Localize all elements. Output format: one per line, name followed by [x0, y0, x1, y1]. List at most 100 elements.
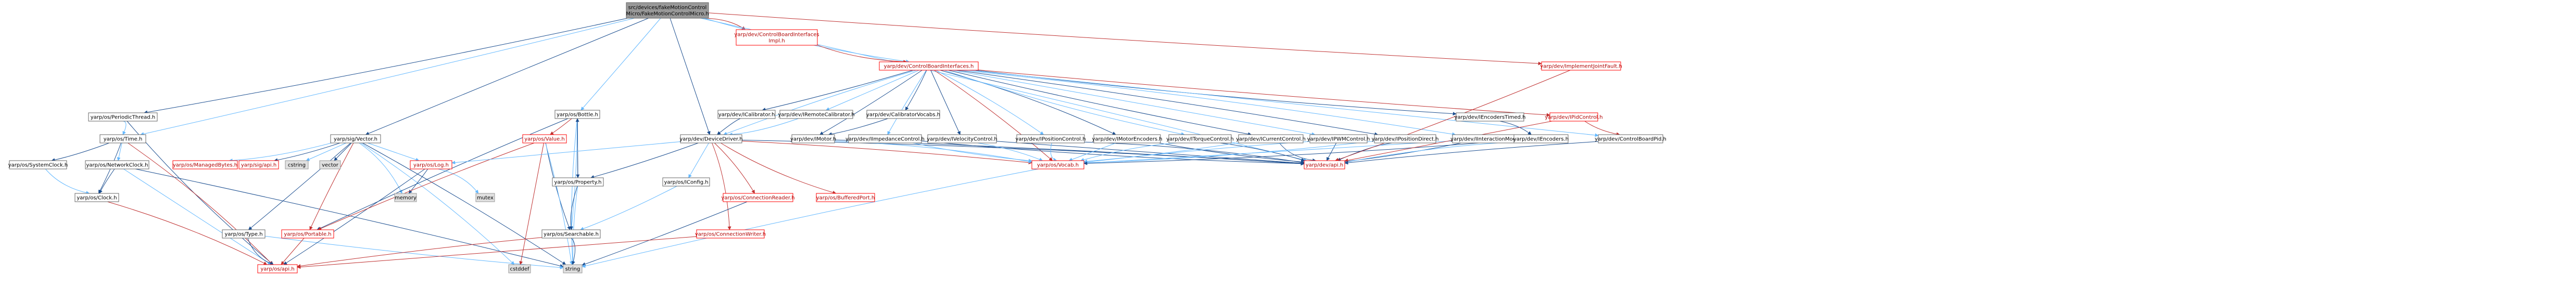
node-sysclock[interactable]: yarp/os/SystemClock.h	[8, 160, 68, 169]
node-label-api_os: yarp/os/api.h	[260, 267, 294, 272]
edge-calibrator-to-devdriver	[717, 118, 741, 135]
node-api_os[interactable]: yarp/os/api.h	[257, 264, 298, 273]
node-devdriver[interactable]: yarp/dev/DeviceDriver.h	[679, 134, 743, 143]
node-label-posctl: yarp/dev/IPositionControl.h	[1015, 137, 1085, 142]
edge-log-to-memory	[408, 168, 428, 194]
node-searchable[interactable]: yarp/os/Searchable.h	[541, 229, 601, 239]
edge-bottle-to-searchable	[570, 118, 578, 230]
node-box-connwriter	[696, 229, 765, 239]
node-motenc[interactable]: yarp/dev/IMotorEncoders.h	[1092, 134, 1163, 143]
edge-netclock-to-api_os	[123, 168, 272, 265]
edge-cbi-to-devdriver	[723, 70, 917, 136]
edge-vector-to-sigapi	[274, 142, 340, 162]
node-netclock[interactable]: yarp/os/NetworkClock.h	[85, 160, 149, 169]
node-jointfault[interactable]: yarp/dev/ImplementJointFault.h	[1540, 61, 1622, 71]
node-connwriter[interactable]: yarp/os/ConnectionWriter.h	[695, 229, 766, 239]
node-label-impctl: yarp/dev/IImpedanceControl.h	[845, 137, 925, 142]
node-box-devapi	[1304, 160, 1345, 169]
edge-periodic-to-time	[122, 121, 127, 135]
node-property[interactable]: yarp/os/Property.h	[552, 177, 604, 187]
edge-pidctl-to-devapi	[1344, 121, 1552, 162]
node-box-current	[1238, 134, 1304, 143]
node-box-cstddef	[508, 264, 531, 273]
edge-impctl-to-devapi	[921, 140, 1305, 166]
node-ostype[interactable]: yarp/os/Type.h	[222, 229, 266, 239]
node-label-torque: yarp/dev/ITorqueControl.h	[1166, 137, 1234, 142]
node-box-ostype	[222, 229, 266, 239]
node-box-posdirect	[1374, 134, 1436, 143]
node-torque[interactable]: yarp/dev/ITorqueControl.h	[1166, 134, 1234, 143]
node-velctl[interactable]: yarp/dev/IVelocityControl.h	[927, 134, 997, 143]
node-box-string	[563, 264, 583, 273]
node-current[interactable]: yarp/dev/ICurrentControl.h	[1236, 134, 1306, 143]
edge-current-to-vocab	[1083, 142, 1239, 163]
node-bottle[interactable]: yarp/os/Bottle.h	[554, 110, 600, 119]
node-root[interactable]: src/devices/fakeMotionControlMicro/FakeM…	[626, 2, 709, 19]
node-label-memory: memory	[395, 195, 416, 201]
node-box-impctl	[848, 134, 922, 143]
node-label-devapi: yarp/dev/api.h	[1306, 163, 1343, 168]
node-calvocab[interactable]: yarp/dev/CalibratorVocabs.h	[866, 110, 940, 119]
node-log[interactable]: yarp/os/Log.h	[410, 160, 452, 169]
node-cbi[interactable]: yarp/dev/ControlBoardInterfaces.h	[879, 61, 979, 71]
node-label-cstddef: cstddef	[510, 267, 529, 272]
node-vocab[interactable]: yarp/os/Vocab.h	[1031, 160, 1084, 169]
node-box-bottle	[554, 110, 600, 119]
node-vector[interactable]: yarp/sig/Vector.h	[330, 134, 381, 143]
node-encoders[interactable]: yarp/dev/IEncoders.h	[1513, 134, 1569, 143]
node-label-property: yarp/os/Property.h	[554, 180, 602, 186]
node-box-value	[522, 134, 567, 143]
node-imotor[interactable]: yarp/dev/IMotor.h	[790, 134, 836, 143]
node-calibrator[interactable]: yarp/dev/ICalibrator.h	[717, 110, 776, 119]
node-remotecal[interactable]: yarp/dev/IRemoteCalibrator.h	[778, 110, 855, 119]
node-string: string	[563, 264, 583, 273]
node-pwm[interactable]: yarp/dev/IPWMControl.h	[1307, 134, 1370, 143]
node-config[interactable]: yarp/os/IConfig.h	[662, 177, 710, 187]
edge-cbi-to-posctl	[936, 70, 1044, 135]
node-enctimed[interactable]: yarp/dev/IEncodersTimed.h	[1454, 112, 1526, 122]
edge-log-to-mutex	[438, 168, 479, 194]
node-value[interactable]: yarp/os/Value.h	[522, 134, 567, 143]
node-connreader[interactable]: yarp/os/ConnectionReader.h	[721, 193, 795, 202]
edge-imotor-to-vocab	[834, 140, 1032, 164]
node-label-intmode: yarp/dev/IInteractionMode.h	[1450, 137, 1524, 142]
node-clock[interactable]: yarp/os/Clock.h	[74, 193, 119, 202]
node-posdirect[interactable]: yarp/dev/IPositionDirect.h	[1371, 134, 1439, 143]
node-label-ostype: yarp/os/Type.h	[224, 232, 262, 238]
edge-vector-to-cstddef	[360, 142, 515, 265]
node-box-searchable	[541, 229, 601, 239]
edge-layer	[45, 12, 1620, 270]
edge-vector-to-string	[362, 142, 566, 265]
node-sigapi[interactable]: yarp/sig/api.h	[238, 160, 279, 169]
node-box-log	[410, 160, 452, 169]
node-posctl[interactable]: yarp/dev/IPositionControl.h	[1015, 134, 1086, 143]
node-label-mutex: mutex	[477, 195, 494, 201]
node-portable[interactable]: yarp/os/Portable.h	[281, 229, 334, 239]
node-label-sysclock: yarp/os/SystemClock.h	[8, 163, 68, 168]
edge-devdriver-to-vocab	[741, 140, 1032, 165]
node-layer: src/devices/fakeMotionControlMicro/FakeM…	[8, 2, 1666, 273]
node-box-cstring	[285, 160, 309, 169]
edge-vector-to-cstring	[306, 142, 347, 161]
node-periodic[interactable]: yarp/os/PeriodicThread.h	[88, 112, 158, 122]
node-vec_std: vector	[319, 160, 341, 169]
node-label-time: yarp/os/Time.h	[104, 137, 143, 142]
edge-log-to-api_os	[283, 168, 425, 265]
node-time[interactable]: yarp/os/Time.h	[99, 134, 146, 143]
edge-posdirect-to-devapi	[1337, 142, 1393, 161]
edge-devdriver-to-bufport	[721, 142, 837, 194]
node-pidctl[interactable]: yarp/dev/IPidControl.h	[1545, 112, 1603, 122]
edge-property-to-bottle	[575, 118, 579, 178]
node-impctl[interactable]: yarp/dev/IImpedanceControl.h	[845, 134, 925, 143]
node-managed[interactable]: yarp/os/ManagedBytes.h	[172, 160, 238, 169]
edge-ostype-to-string	[264, 235, 564, 270]
node-box-cbi	[879, 61, 979, 71]
edge-pidctl-to-cbpid	[1584, 121, 1620, 136]
node-cbpid[interactable]: yarp/dev/ControlBoardPid.h	[1595, 134, 1666, 143]
edge-cbi-to-motenc	[940, 70, 1116, 135]
node-box-pwm	[1309, 134, 1368, 143]
edge-cbi-to-impctl	[887, 70, 927, 135]
node-bufport[interactable]: yarp/os/BufferedPort.h	[816, 193, 875, 202]
node-devapi[interactable]: yarp/dev/api.h	[1304, 160, 1345, 169]
